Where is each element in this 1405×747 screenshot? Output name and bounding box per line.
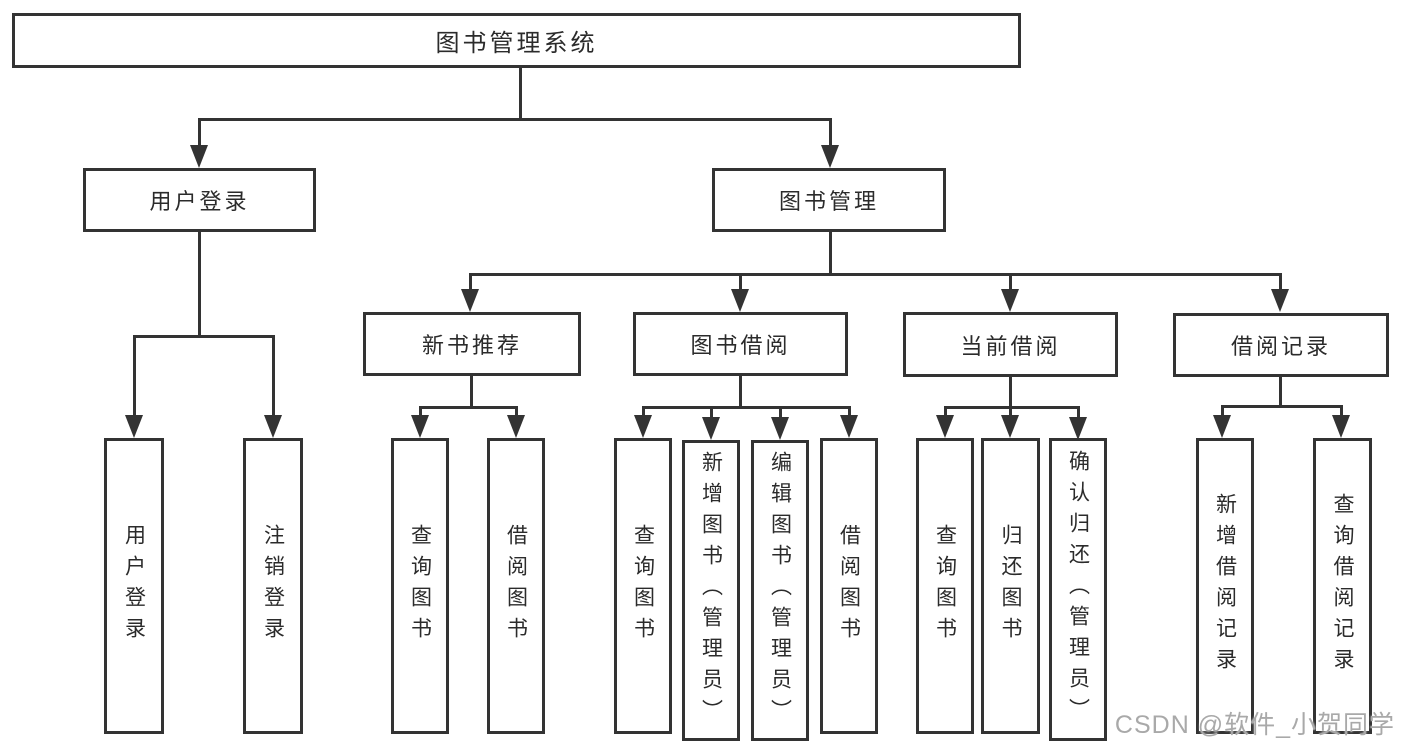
node-user-login: 用户登录 [83, 168, 316, 232]
connector-drop-query-books-2 [642, 406, 645, 418]
arrowhead-leaf-logout [264, 415, 282, 438]
connector-drop-query-record [1340, 405, 1343, 418]
arrowhead-query-books-3 [936, 415, 954, 438]
arrowhead-confirm-return [1069, 417, 1087, 440]
leaf-query-borrow-record-label: 查询借阅记录 [1331, 493, 1354, 679]
leaf-query-books-1: 查询图书 [391, 438, 449, 734]
connector-borrowing-bus [642, 406, 850, 409]
node-book-management-label: 图书管理 [778, 189, 879, 214]
arrowhead-borrow-books-1 [507, 415, 525, 438]
connector-drop-user-login [198, 118, 201, 148]
arrowhead-leaf-user-login [125, 415, 143, 438]
leaf-borrow-books-1: 借阅图书 [487, 438, 545, 734]
leaf-return-books: 归还图书 [981, 438, 1040, 734]
leaf-user-login: 用户登录 [104, 438, 164, 734]
connector-new-book-bus [419, 406, 517, 409]
leaf-query-books-2-label: 查询图书 [631, 524, 655, 648]
connector-records-bus [1221, 405, 1343, 408]
connector-drop-leaf-user-login [133, 335, 136, 417]
leaf-borrow-books-2-label: 借阅图书 [837, 524, 861, 648]
connector-drop-borrowing-records [1279, 273, 1282, 291]
arrowhead-user-login [190, 145, 208, 168]
csdn-watermark: CSDN @软件_小贺同学 [1114, 711, 1395, 739]
leaf-user-login-label: 用户登录 [122, 524, 146, 648]
connector-level2-bus [198, 118, 832, 121]
leaf-query-books-3: 查询图书 [916, 438, 974, 734]
arrowhead-query-books-2 [634, 415, 652, 438]
arrowhead-borrow-books-2 [840, 415, 858, 438]
leaf-borrow-books-1-label: 借阅图书 [504, 524, 528, 648]
connector-drop-current-borrowing [1009, 273, 1012, 291]
leaf-add-borrow-record: 新增借阅记录 [1196, 438, 1254, 734]
leaf-query-borrow-record: 查询借阅记录 [1313, 438, 1372, 734]
arrowhead-query-books-1 [411, 415, 429, 438]
leaf-edit-books-admin: 编辑图书（管理员） [751, 440, 809, 741]
leaf-add-borrow-record-label: 新增借阅记录 [1213, 493, 1237, 679]
connector-drop-borrow-books-2 [848, 406, 851, 418]
connector-user-login-bus [133, 335, 275, 338]
connector-root-stem [519, 68, 522, 118]
node-book-borrowing: 图书借阅 [633, 312, 848, 376]
connector-drop-leaf-logout [272, 335, 275, 417]
node-user-login-label: 用户登录 [149, 189, 250, 214]
connector-drop-book-management [829, 118, 832, 148]
connector-current-stem [1009, 377, 1012, 406]
arrowhead-edit-books [771, 417, 789, 440]
connector-drop-confirm-return [1077, 406, 1080, 418]
leaf-return-books-label: 归还图书 [999, 524, 1022, 648]
connector-records-stem [1279, 377, 1282, 405]
connector-drop-new-book-recommend [469, 273, 472, 291]
connector-user-login-stem [198, 232, 201, 336]
leaf-query-books-2: 查询图书 [614, 438, 672, 734]
arrowhead-query-record [1332, 415, 1350, 438]
node-borrowing-records-label: 借阅记录 [1230, 334, 1331, 359]
connector-drop-borrow-books-1 [515, 406, 518, 418]
connector-drop-query-books-1 [419, 406, 422, 418]
arrowhead-new-book-recommend [461, 289, 479, 312]
connector-book-management-stem [829, 232, 832, 274]
arrowhead-return-books [1001, 415, 1019, 438]
arrowhead-add-books [702, 417, 720, 440]
arrowhead-book-borrowing [731, 289, 749, 312]
node-new-book-recommend-label: 新书推荐 [421, 333, 522, 358]
connector-drop-query-books-3 [944, 406, 947, 418]
connector-borrowing-stem [739, 376, 742, 406]
arrowhead-current-borrowing [1001, 289, 1019, 312]
connector-drop-edit-books [779, 406, 782, 418]
node-book-borrowing-label: 图书借阅 [690, 333, 791, 358]
connector-drop-book-borrowing [739, 273, 742, 291]
node-current-borrowing: 当前借阅 [903, 312, 1118, 377]
connector-level3-bus [469, 273, 1282, 276]
arrowhead-borrowing-records [1271, 289, 1289, 312]
leaf-confirm-return-admin: 确认归还（管理员） [1049, 438, 1107, 741]
leaf-query-books-3-label: 查询图书 [933, 524, 957, 648]
node-book-management: 图书管理 [712, 168, 946, 232]
leaf-confirm-return-admin-label: 确认归还（管理员） [1066, 450, 1090, 729]
node-root-label: 图书管理系统 [435, 30, 598, 57]
node-root-library-system: 图书管理系统 [12, 13, 1021, 68]
connector-drop-add-books [710, 406, 713, 418]
arrowhead-book-management [821, 145, 839, 168]
connector-new-book-stem [470, 376, 473, 406]
connector-drop-return-books [1009, 406, 1012, 418]
leaf-borrow-books-2: 借阅图书 [820, 438, 878, 734]
leaf-logout: 注销登录 [243, 438, 303, 734]
leaf-query-books-1-label: 查询图书 [408, 524, 432, 648]
leaf-add-books-admin: 新增图书（管理员） [682, 440, 740, 741]
node-borrowing-records: 借阅记录 [1173, 313, 1389, 377]
arrowhead-add-record [1213, 415, 1231, 438]
leaf-edit-books-admin-label: 编辑图书（管理员） [768, 451, 792, 730]
node-new-book-recommend: 新书推荐 [363, 312, 581, 376]
connector-drop-add-record [1221, 405, 1224, 418]
leaf-add-books-admin-label: 新增图书（管理员） [699, 451, 723, 730]
node-current-borrowing-label: 当前借阅 [960, 333, 1061, 359]
leaf-logout-label: 注销登录 [261, 524, 285, 648]
